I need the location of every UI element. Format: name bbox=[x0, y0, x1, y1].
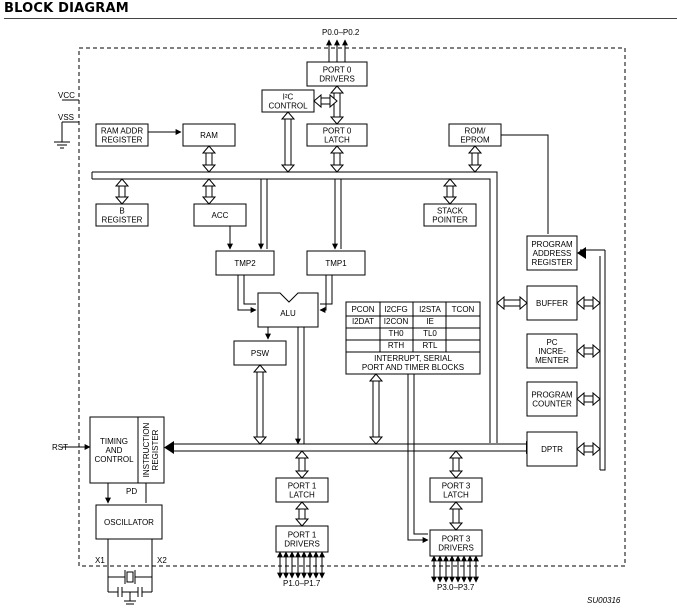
vss-pin-label: VSS bbox=[58, 113, 74, 122]
bus-link bbox=[496, 295, 528, 311]
p1-bus-label: P1.0–P1.7 bbox=[283, 579, 321, 588]
x2-pin-label: X2 bbox=[157, 556, 167, 565]
sfr-cell: I2STA bbox=[419, 305, 441, 314]
sfr-footer-label: INTERRUPT, SERIAL bbox=[374, 354, 452, 363]
bus-link bbox=[280, 111, 296, 173]
sfr-cell: TH0 bbox=[388, 329, 404, 338]
tmp1-label: TMP1 bbox=[325, 259, 347, 268]
vcc-pin-label: VCC bbox=[58, 91, 75, 100]
bus-link bbox=[368, 373, 384, 445]
oscillator-block bbox=[95, 504, 163, 540]
tmp2-label: TMP2 bbox=[234, 259, 256, 268]
chip-boundary bbox=[78, 47, 626, 567]
bus-link bbox=[467, 145, 483, 173]
bus-link bbox=[576, 391, 601, 407]
rst-pin-label: RST bbox=[52, 443, 68, 452]
pc-bus bbox=[577, 247, 606, 471]
internal-bus bbox=[91, 171, 498, 443]
program-counter-block bbox=[526, 381, 578, 417]
bus-link bbox=[576, 343, 601, 359]
sfr-cell: RTH bbox=[388, 341, 405, 350]
rom-label: ROM/EPROM bbox=[460, 127, 490, 145]
power-pins: VCC VSS bbox=[54, 91, 79, 149]
ram-label: RAM bbox=[200, 131, 218, 140]
tmp2-block bbox=[215, 250, 275, 276]
buffer-label: BUFFER bbox=[536, 299, 568, 308]
bus-link bbox=[329, 145, 345, 173]
bus-link bbox=[201, 178, 217, 205]
bus-link bbox=[448, 501, 464, 531]
sfr-cell: PCON bbox=[351, 305, 374, 314]
port-pin-arrows bbox=[277, 39, 479, 583]
bus-link bbox=[252, 364, 268, 445]
dptr-block bbox=[526, 431, 578, 467]
acc-label: ACC bbox=[212, 211, 229, 220]
acc-block bbox=[193, 203, 247, 227]
ram-addr-register-block bbox=[95, 123, 149, 147]
x1-pin-label: X1 bbox=[95, 556, 105, 565]
tmp1-block bbox=[306, 250, 366, 276]
lower-bus bbox=[164, 441, 536, 454]
bus-link bbox=[576, 295, 601, 311]
alu-label: ALU bbox=[280, 309, 296, 318]
diagram-heading: BLOCK DIAGRAM bbox=[4, 0, 677, 19]
oscillator-label: OSCILLATOR bbox=[104, 518, 154, 527]
bus-link bbox=[114, 178, 130, 205]
sfr-cell: RTL bbox=[423, 341, 439, 350]
sfr-cell: IE bbox=[426, 317, 434, 326]
sfr-cell: I2CON bbox=[384, 317, 409, 326]
figure-code: SU00316 bbox=[587, 596, 621, 605]
bus-link bbox=[313, 93, 338, 109]
p0-bus-label: P0.0–P0.2 bbox=[322, 28, 360, 37]
buffer-block bbox=[526, 285, 578, 321]
bus-link bbox=[294, 450, 310, 479]
p3-bus-label: P3.0–P3.7 bbox=[437, 583, 475, 592]
sfr-cell: TCON bbox=[452, 305, 475, 314]
program-address-register-block bbox=[526, 235, 578, 271]
psw-label: PSW bbox=[251, 349, 270, 358]
sfr-table bbox=[345, 301, 481, 375]
pd-label: PD bbox=[126, 487, 137, 496]
pc-incrementer-block bbox=[526, 333, 578, 369]
bus-link bbox=[329, 85, 345, 125]
instruction-register-label: INSTRUCTIONREGISTER bbox=[142, 422, 160, 477]
sfr-cell: I2DAT bbox=[352, 317, 374, 326]
signal-wires bbox=[62, 129, 549, 605]
bus-link bbox=[576, 441, 601, 457]
dptr-label: DPTR bbox=[541, 445, 563, 454]
sfr-cell: I2CFG bbox=[384, 305, 408, 314]
sfr-footer-label: PORT AND TIMER BLOCKS bbox=[362, 363, 464, 372]
bus-link bbox=[294, 501, 310, 527]
bus-links bbox=[114, 85, 601, 531]
timing-control-block bbox=[89, 416, 165, 484]
bus-link bbox=[442, 178, 458, 205]
sfr-cell: TL0 bbox=[423, 329, 437, 338]
bus-link bbox=[201, 145, 217, 173]
bus-link bbox=[448, 450, 464, 479]
